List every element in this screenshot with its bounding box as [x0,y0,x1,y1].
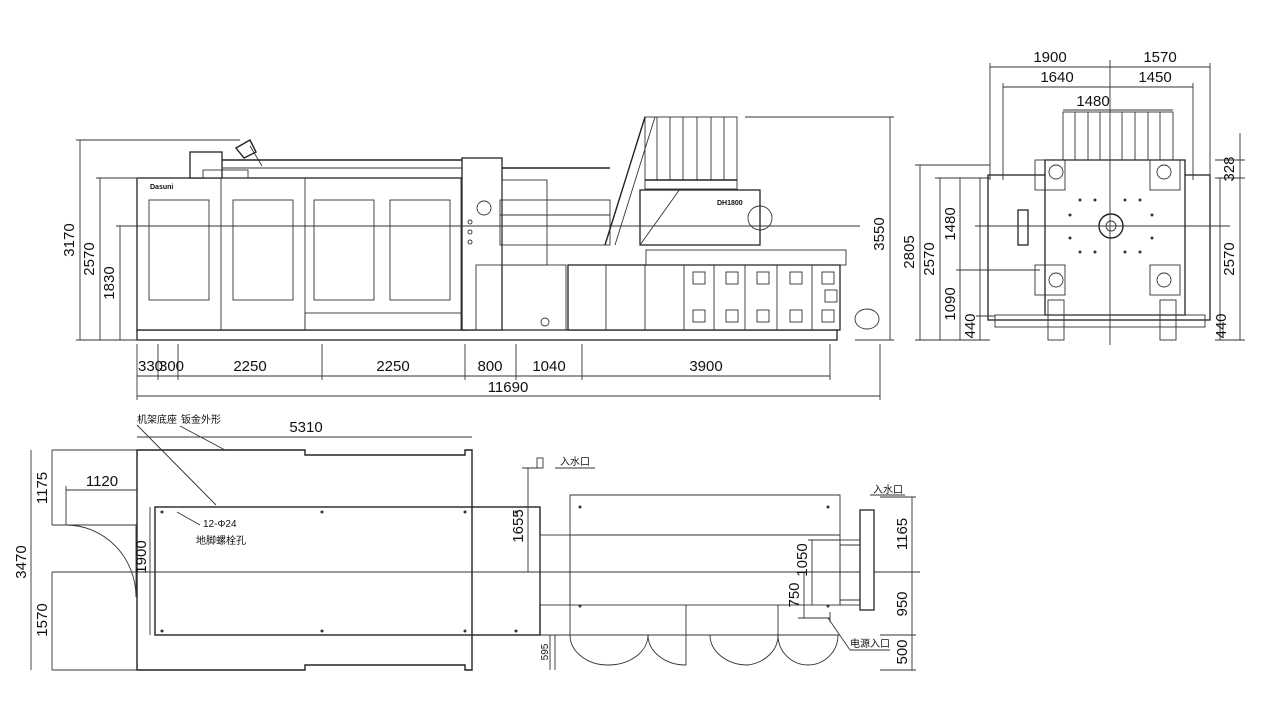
dim-1120: 1120 [86,473,118,490]
model-label: DH1800 [717,200,743,207]
injection-barrel [639,189,761,246]
dim-1090: 1090 [942,287,959,320]
dim-1830: 1830 [101,266,118,299]
dim-2250-a: 2250 [233,358,266,375]
oil-tank-plan [859,509,875,611]
machine-base-rail [136,329,838,341]
end-view: 1900 1570 1640 1450 1480 2805 2570 1480 … [901,49,1245,345]
dim-330: 330 [138,358,163,375]
service-platform [644,116,738,190]
oil-tank [854,308,880,330]
dim-1900-plan: 1900 [133,540,150,573]
guard-window-1 [148,199,210,301]
label-bolt-spec: 12-Φ24 [203,519,237,530]
ladder [604,116,646,246]
dim-2570-left: 2570 [921,242,938,275]
dim-2570-right: 2570 [1221,242,1238,275]
label-frame-base: 机架底座 [137,413,177,426]
dim-1570-plan: 1570 [34,603,51,636]
label-sheet-metal: 钣金外形 [181,413,221,426]
injection-cabinet [567,264,841,331]
dim-total-length: 11690 [488,379,529,396]
dim-1655: 1655 [510,509,527,542]
hydraulic-block [189,151,223,179]
dim-800: 800 [477,358,502,375]
dim-2805: 2805 [901,235,918,268]
dim-3550: 3550 [871,217,888,250]
dim-5310: 5310 [289,419,322,436]
dim-3900: 3900 [689,358,722,375]
dim-2250-b: 2250 [376,358,409,375]
dim-3170: 3170 [61,223,78,256]
dim-2570: 2570 [81,242,98,275]
label-water-in-1: 入水口 [560,456,590,468]
dim-1570: 1570 [1143,49,1176,66]
guard-window-2 [232,199,294,301]
dim-1640: 1640 [1040,69,1073,86]
dim-3470: 3470 [13,545,30,578]
dim-300: 300 [159,358,184,375]
dim-1040: 1040 [532,358,565,375]
dim-500: 500 [894,639,911,664]
dim-328: 328 [1221,156,1238,181]
label-bolt-hole: 地脚螺栓孔 [196,534,246,547]
label-water-in-2: 入水口 [873,484,903,496]
brand-label: Dasuni [150,184,173,191]
fixed-platen [461,157,503,331]
dim-750: 750 [786,582,803,607]
guard-window-3 [313,199,375,301]
dim-1165: 1165 [894,518,911,550]
plan-view: 5310 1175 1120 3470 1900 1570 1655 1050 … [13,413,920,671]
dim-1480-top: 1480 [1076,93,1109,110]
dim-950: 950 [894,591,911,616]
door-swing-left [65,524,137,598]
clamp-outline [136,449,473,671]
dim-440-left: 440 [962,313,979,338]
dim-1175: 1175 [34,472,51,504]
dim-1450: 1450 [1138,69,1171,86]
dim-595: 595 [540,643,551,660]
dim-1900: 1900 [1033,49,1066,66]
side-view: Dasuni DH1800 3170 2570 1830 3550 330 30… [61,116,894,400]
label-power-in: 电源入口 [850,637,890,650]
clamp-guard [136,177,468,331]
end-platform [1062,111,1174,161]
dim-440-right: 440 [1213,313,1230,338]
guard-window-4 [389,199,451,301]
dim-1050: 1050 [794,543,811,576]
dim-1480-left: 1480 [942,207,959,240]
